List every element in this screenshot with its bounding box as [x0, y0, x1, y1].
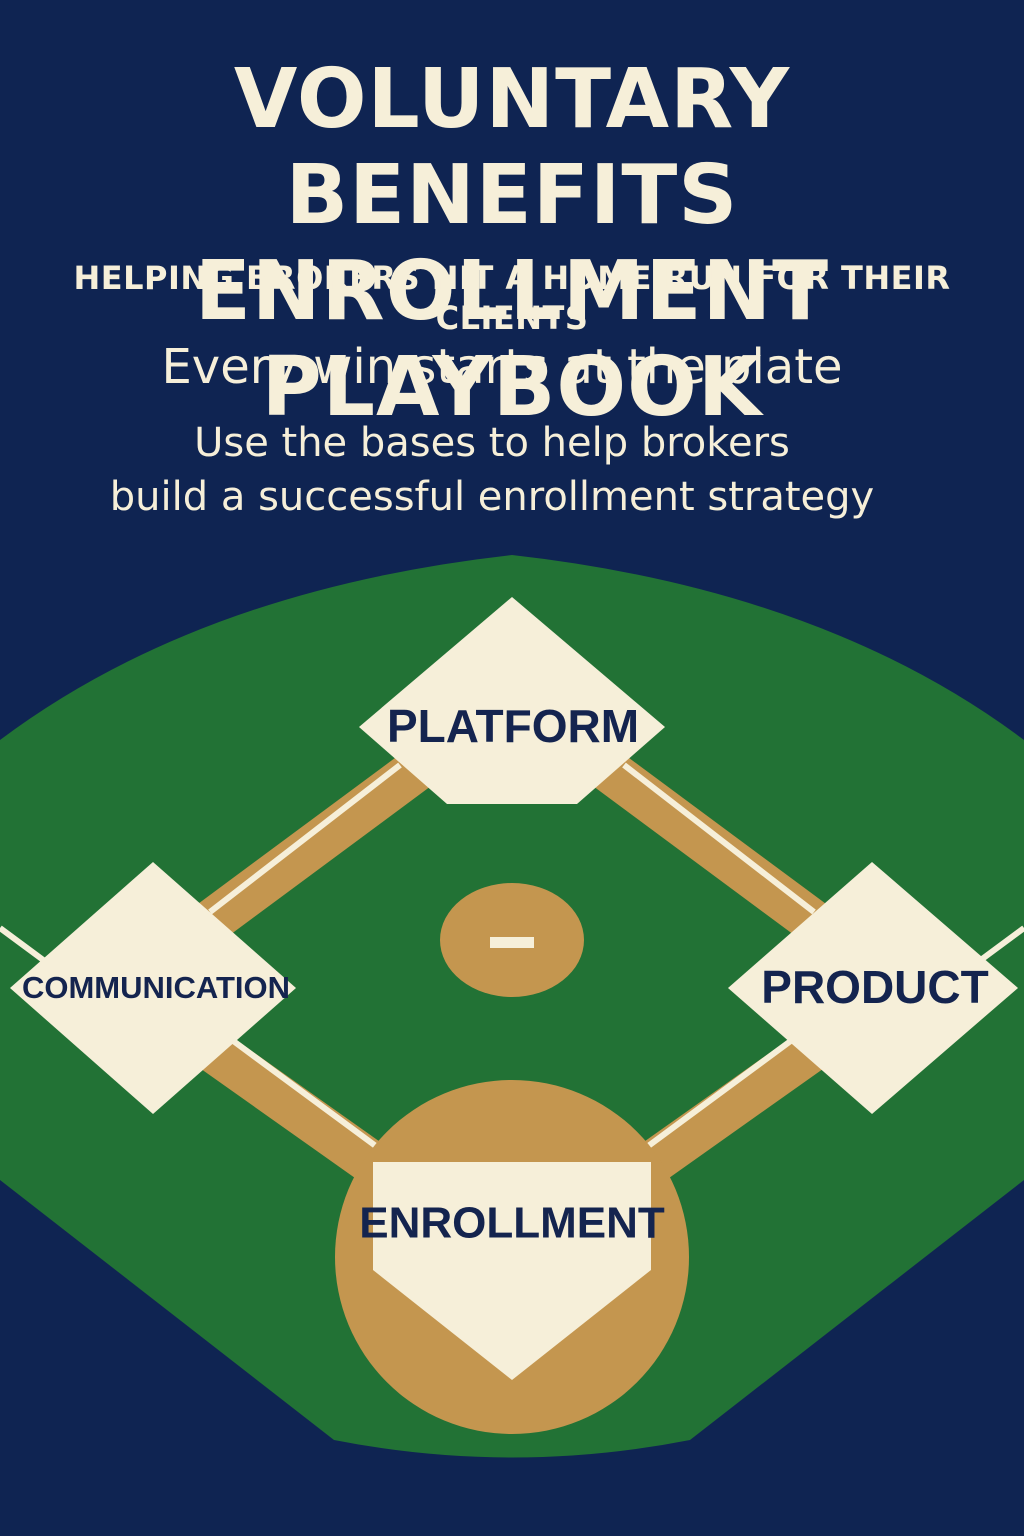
second-base[interactable] [359, 597, 665, 804]
description: Use the bases to help brokers build a su… [0, 416, 984, 524]
pitchers-rubber [490, 937, 534, 948]
title-line-1: VOLUNTARY BENEFITS [233, 52, 791, 243]
foul-line-left [0, 925, 52, 968]
third-base[interactable] [10, 862, 296, 1114]
tagline: Every win starts at the plate [161, 339, 843, 395]
description-line-1: Use the bases to help brokers [194, 420, 790, 466]
subtitle: HELPING BROKERS HIT A HOME RUN FOR THEIR… [73, 259, 951, 337]
chalk-second-first [622, 762, 816, 915]
chalk-second-third [208, 762, 402, 915]
third-base-label: COMMUNICATION [22, 970, 290, 1005]
outfield-grass [0, 555, 1024, 1458]
second-base-label: PLATFORM [387, 700, 639, 752]
home-plate[interactable] [373, 1162, 651, 1380]
chalk-lines [208, 762, 816, 1161]
description-line-2: build a successful enrollment strategy [109, 474, 875, 520]
first-base-label: PRODUCT [761, 961, 988, 1013]
page-title: VOLUNTARY BENEFITS ENROLLMENT PLAYBOOK [0, 52, 1024, 436]
first-base[interactable] [728, 862, 1018, 1114]
chalk-third-home [230, 1037, 394, 1161]
home-plate-label: ENROLLMENT [359, 1199, 665, 1248]
chalk-first-home [630, 1037, 794, 1161]
title-line-2: ENROLLMENT PLAYBOOK [194, 244, 830, 435]
